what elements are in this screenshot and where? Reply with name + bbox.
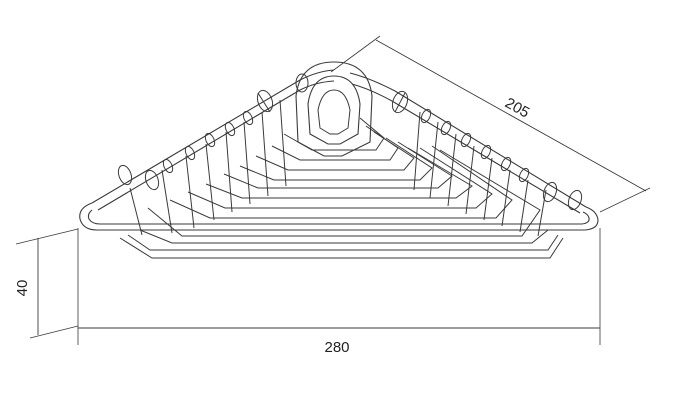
back-hook-inner-2 [317, 89, 351, 135]
front-rim [79, 202, 599, 231]
wire-loop-1 [119, 237, 564, 259]
depth-label: 205 [502, 95, 532, 122]
inner-wire-f [255, 131, 415, 171]
wire-loop-3 [139, 229, 549, 244]
height-extension-line-top [15, 228, 79, 245]
height-extension-line-bottom [29, 325, 79, 339]
back-hook-inner [307, 75, 361, 145]
inner-wire-a [169, 145, 513, 219]
left-wire-posts [129, 99, 287, 236]
wall-tab-left-low [117, 164, 160, 191]
front-rim-inner [87, 209, 590, 225]
height-dimension: 40 [14, 228, 79, 339]
inner-wire-g [271, 125, 399, 161]
basket [79, 61, 599, 259]
wire-loop-2 [127, 234, 559, 251]
inner-wire-d [223, 141, 453, 189]
right-wire-posts [413, 111, 547, 237]
wall-tab-left [256, 89, 274, 113]
depth-extension-line-top [330, 35, 381, 73]
right-rail [349, 72, 587, 208]
width-label: 280 [324, 339, 349, 356]
depth-dimension-line [375, 39, 647, 192]
wall-tab-right [391, 90, 409, 114]
wall-tab-right-low [542, 181, 583, 211]
depth-extension-line-bottom [599, 187, 651, 213]
wall-tab-center [295, 73, 309, 93]
right-wire-caps [420, 108, 530, 183]
height-label: 40 [14, 280, 31, 297]
right-rail-inner [351, 83, 581, 214]
wire-loop-4 [147, 149, 541, 237]
inner-wire-c [205, 147, 473, 199]
width-dimension: 280 [77, 228, 601, 356]
left-wire-caps [162, 110, 254, 174]
left-rail-inner [97, 80, 335, 211]
